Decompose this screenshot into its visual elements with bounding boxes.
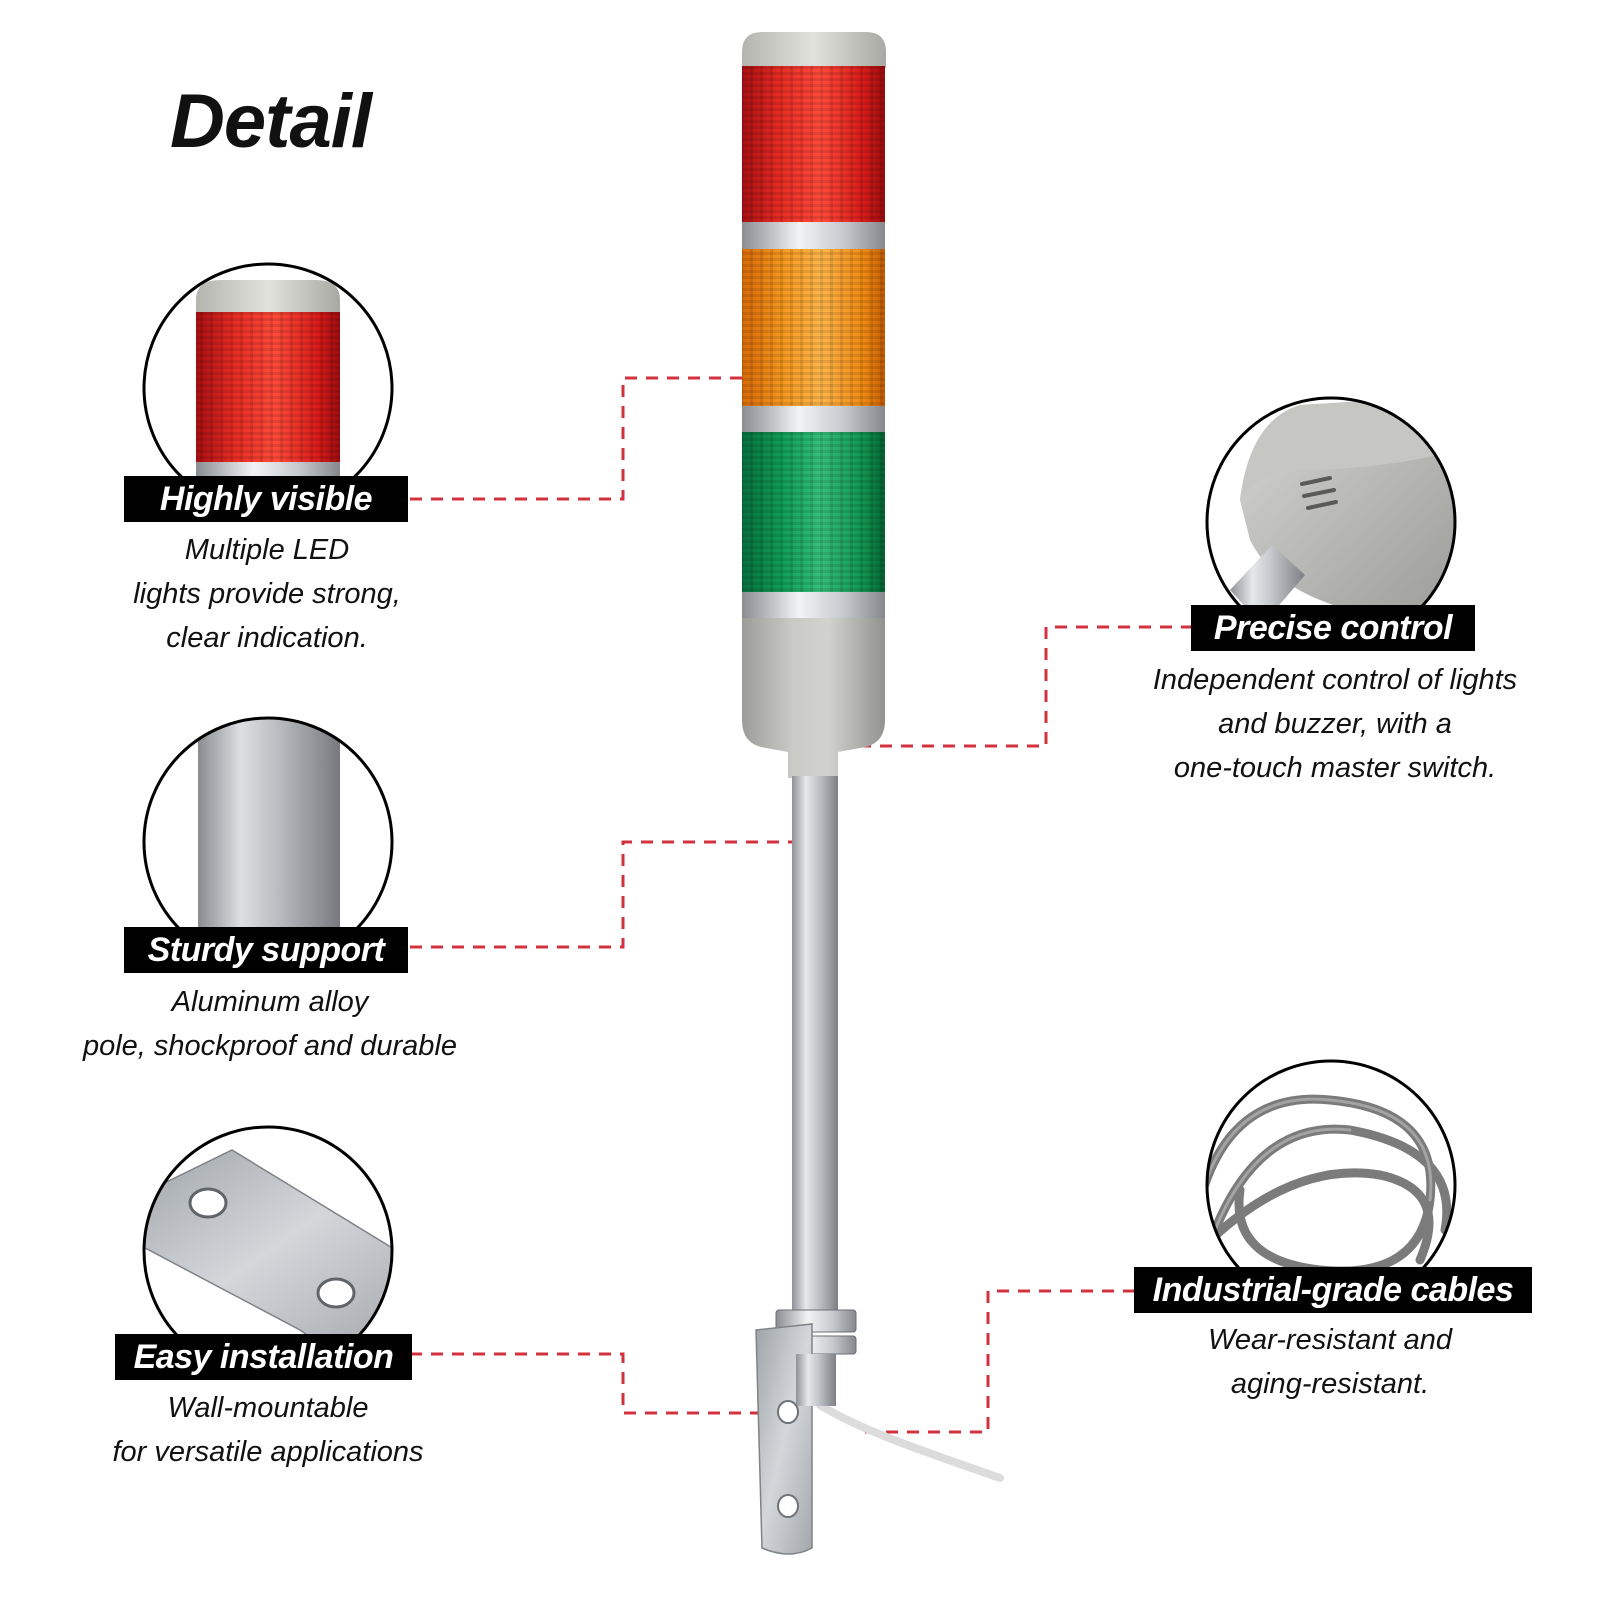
threaded-stub (796, 1354, 836, 1406)
feature-desc-highly-visible: Multiple LED lights provide strong, clea… (100, 528, 434, 660)
separator-ring (742, 406, 885, 432)
bracket-hole (777, 1494, 799, 1518)
feature-title-industrial-cables: Industrial-grade cables (1134, 1267, 1532, 1313)
feature-desc-precise-control: Independent control of lights and buzzer… (1140, 658, 1530, 790)
leader-highly-visible (410, 376, 812, 501)
separator-ring (742, 222, 885, 249)
leader-sturdy-support (410, 840, 812, 949)
desc-line: and buzzer, with a (1218, 708, 1452, 740)
desc-line: Aluminum alloy (171, 986, 369, 1018)
feature-title-precise-control: Precise control (1191, 605, 1475, 651)
leader-industrial-cables (860, 1289, 1135, 1434)
desc-line: Independent control of lights (1152, 664, 1518, 696)
tower-light (742, 32, 1004, 1555)
separator-ring (742, 592, 885, 618)
buzzer-base-closeup-icon (1205, 396, 1457, 648)
desc-line: Wear-resistant and (1208, 1324, 1452, 1356)
aluminum-pole-closeup-icon (142, 716, 394, 968)
leader-easy-installation (410, 1352, 782, 1415)
tower-top-cap (742, 32, 886, 68)
feature-desc-industrial-cables: Wear-resistant and aging-resistant. (1160, 1318, 1500, 1406)
bracket-hole (777, 1400, 799, 1424)
desc-line: Wall-mountable (167, 1392, 369, 1424)
feature-desc-easy-installation: Wall-mountable for versatile application… (96, 1386, 440, 1474)
leader-precise-control (856, 625, 1193, 748)
page-title: Detail (170, 79, 372, 164)
desc-line: pole, shockproof and durable (82, 1030, 458, 1062)
tower-base-housing (742, 618, 885, 778)
desc-line: Multiple LED (184, 534, 350, 566)
feature-title-sturdy-support: Sturdy support (124, 927, 408, 973)
leader-lines (410, 376, 1193, 1434)
feature-title-easy-installation: Easy installation (115, 1334, 412, 1380)
desc-line: one-touch master switch. (1173, 752, 1497, 784)
aluminum-pole (792, 776, 838, 1321)
desc-line: clear indication. (166, 622, 368, 654)
desc-line: for versatile applications (112, 1436, 424, 1468)
desc-line: aging-resistant. (1230, 1368, 1430, 1400)
desc-line: lights provide strong, (133, 578, 401, 610)
cable (816, 1401, 1004, 1482)
feature-title-highly-visible: Highly visible (124, 476, 408, 522)
feature-desc-sturdy-support: Aluminum alloy pole, shockproof and dura… (74, 980, 466, 1068)
mounting-bracket-closeup-icon (142, 1125, 394, 1377)
